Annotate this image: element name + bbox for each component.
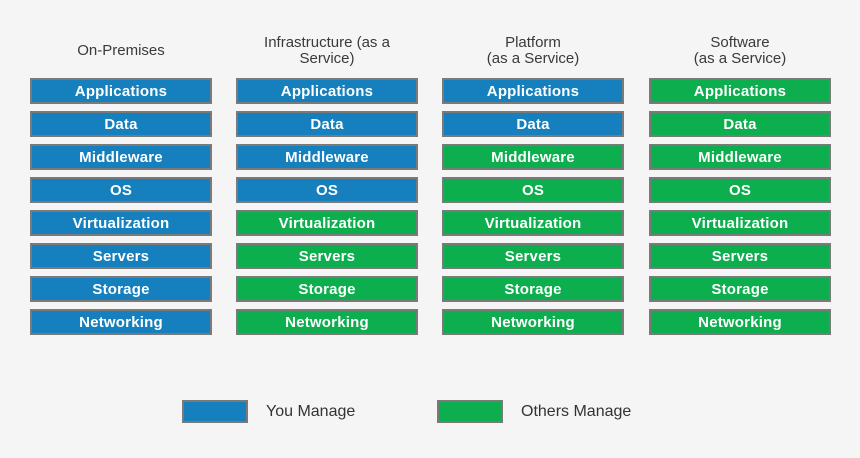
legend-item-others-manage: Others Manage xyxy=(437,400,631,423)
column-saas: Software (as a Service) Applications Dat… xyxy=(649,28,831,342)
column-header-saas: Software (as a Service) xyxy=(649,28,831,74)
layer-bar-os: OS xyxy=(649,177,831,203)
column-header-line2: (as a Service) xyxy=(693,50,787,67)
layer-bar-middleware: Middleware xyxy=(30,144,212,170)
column-header-line2: Service) xyxy=(299,50,355,67)
layer-bar-networking: Networking xyxy=(649,309,831,335)
column-iaas: Infrastructure (as a Service) Applicatio… xyxy=(236,28,418,342)
layer-bar-os: OS xyxy=(442,177,624,203)
column-header-line1: Platform xyxy=(505,34,561,51)
column-header-line1: Software xyxy=(710,34,770,51)
layer-bar-storage: Storage xyxy=(236,276,418,302)
column-header-iaas: Infrastructure (as a Service) xyxy=(236,28,418,74)
others-manage-swatch xyxy=(437,400,503,423)
layer-bar-storage: Storage xyxy=(442,276,624,302)
layer-bar-networking: Networking xyxy=(30,309,212,335)
layer-bar-os: OS xyxy=(236,177,418,203)
legend: You Manage Others Manage xyxy=(0,400,860,426)
layer-bar-applications: Applications xyxy=(649,78,831,104)
layer-bar-data: Data xyxy=(30,111,212,137)
layer-bar-data: Data xyxy=(236,111,418,137)
column-header-line1: On-Premises xyxy=(77,42,165,59)
layer-bar-middleware: Middleware xyxy=(442,144,624,170)
column-header-line2: (as a Service) xyxy=(486,50,580,67)
column-header-on-premises: On-Premises xyxy=(30,28,212,74)
layer-bar-virtualization: Virtualization xyxy=(30,210,212,236)
layer-bar-middleware: Middleware xyxy=(649,144,831,170)
layer-bar-applications: Applications xyxy=(236,78,418,104)
layer-bar-applications: Applications xyxy=(30,78,212,104)
layer-bar-middleware: Middleware xyxy=(236,144,418,170)
column-header-paas: Platform (as a Service) xyxy=(442,28,624,74)
layer-bar-os: OS xyxy=(30,177,212,203)
legend-label: Others Manage xyxy=(521,402,632,420)
column-on-premises: On-Premises Applications Data Middleware… xyxy=(30,28,212,342)
column-paas: Platform (as a Service) Applications Dat… xyxy=(442,28,624,342)
layer-bar-networking: Networking xyxy=(236,309,418,335)
layer-bar-servers: Servers xyxy=(30,243,212,269)
layer-bar-servers: Servers xyxy=(442,243,624,269)
layer-bar-storage: Storage xyxy=(30,276,212,302)
layer-bar-virtualization: Virtualization xyxy=(442,210,624,236)
column-header-line1: Infrastructure (as a xyxy=(264,34,390,51)
legend-item-you-manage: You Manage xyxy=(182,400,355,423)
layer-bar-virtualization: Virtualization xyxy=(236,210,418,236)
legend-label: You Manage xyxy=(266,402,356,420)
layer-bar-networking: Networking xyxy=(442,309,624,335)
layer-bar-data: Data xyxy=(442,111,624,137)
layer-bar-servers: Servers xyxy=(236,243,418,269)
layer-bar-virtualization: Virtualization xyxy=(649,210,831,236)
layer-bar-applications: Applications xyxy=(442,78,624,104)
layer-bar-servers: Servers xyxy=(649,243,831,269)
layer-bar-storage: Storage xyxy=(649,276,831,302)
you-manage-swatch xyxy=(182,400,248,423)
layer-bar-data: Data xyxy=(649,111,831,137)
